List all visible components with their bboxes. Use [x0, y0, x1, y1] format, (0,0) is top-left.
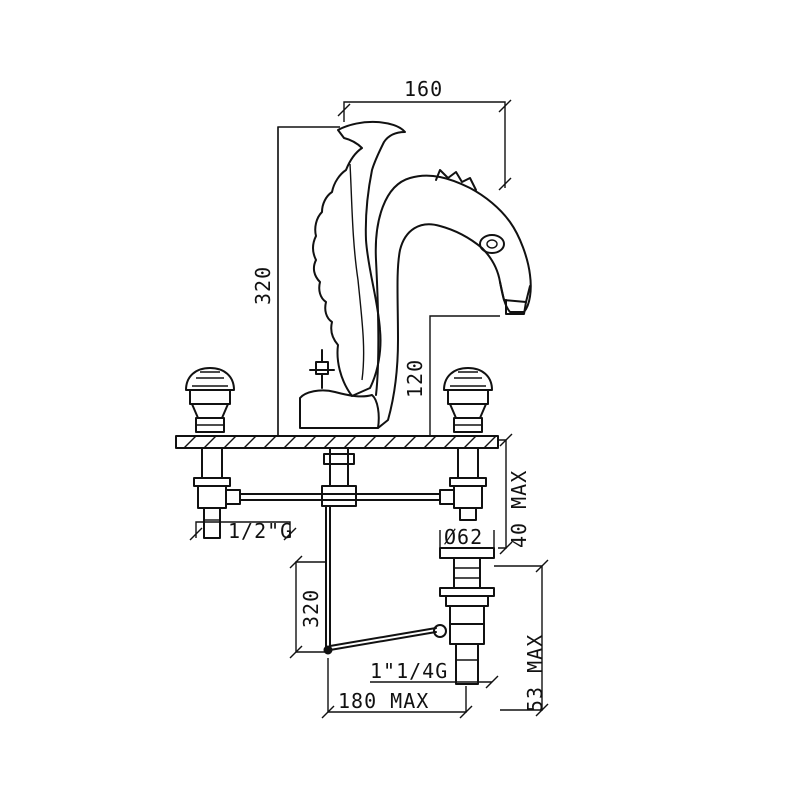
rod-length-label: 320	[299, 589, 323, 628]
rod-reach-dimension	[321, 658, 473, 719]
reach-label: 160	[404, 77, 443, 101]
spout-height-label: 320	[251, 266, 275, 305]
drain-length-dimension	[494, 559, 549, 717]
rod-length-dimension	[289, 555, 326, 659]
spout-height-dimension	[277, 126, 340, 437]
drain-thread-dimension	[370, 675, 499, 689]
connecting-pipe	[225, 447, 455, 507]
drain-thread-label: 1"1/4G	[370, 659, 448, 683]
drain-length-label: 53 MAX	[523, 634, 547, 712]
rod-reach-label: 180 MAX	[338, 689, 429, 713]
right-handle	[443, 367, 493, 433]
drain-assembly	[439, 547, 495, 685]
inlet-thread-label: 1/2"G	[228, 519, 293, 543]
drain-diameter-dimension	[439, 530, 495, 548]
pop-up-lever	[309, 349, 335, 389]
left-handle	[185, 367, 235, 433]
outlet-height-label: 120	[403, 359, 427, 398]
deck-thickness-label: 40 MAX	[507, 470, 531, 548]
deck	[175, 435, 499, 449]
drain-diameter-label: Ø62	[444, 525, 483, 549]
right-valve-body	[449, 447, 487, 521]
swan-spout	[299, 120, 532, 429]
outlet-height-dimension	[429, 315, 500, 437]
inlet-dimension	[189, 521, 297, 541]
pop-up-rod	[323, 505, 447, 655]
left-valve-body	[193, 447, 231, 539]
deck-thickness-dimension	[498, 433, 513, 555]
reach-dimension	[337, 99, 512, 191]
